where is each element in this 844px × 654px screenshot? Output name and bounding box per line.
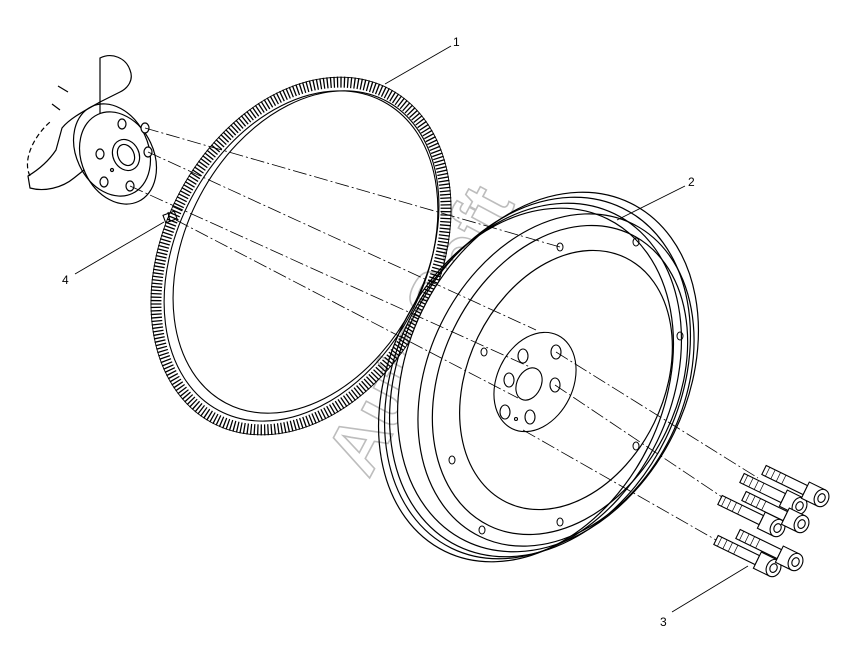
callout-2: 2: [688, 175, 695, 189]
flywheel-front-rim: [417, 213, 695, 547]
bolt: [713, 534, 782, 578]
ring-gear-teeth: [150, 76, 452, 436]
flywheel-hub: [493, 331, 577, 433]
center-lines: [129, 127, 759, 541]
bolt: [761, 464, 830, 508]
flywheel-back-rim: [396, 191, 700, 553]
bolt: [739, 472, 808, 516]
bolt: [717, 494, 786, 538]
flywheel-bolts: [713, 464, 830, 578]
leader-1: [384, 45, 452, 85]
leader-2: [616, 185, 686, 221]
flywheel-outer-holes: [448, 237, 684, 535]
callout-3: 3: [660, 615, 667, 629]
leader-4: [74, 221, 165, 275]
bolt: [735, 528, 804, 572]
leader-lines: [74, 45, 749, 613]
flywheel-inner-face: [459, 249, 673, 511]
ring-gear-inner-edge: [163, 90, 439, 422]
flywheel: [377, 191, 700, 563]
bolt: [741, 490, 810, 534]
callout-4: 4: [62, 273, 69, 287]
callout-1: 1: [453, 35, 460, 49]
leader-3: [671, 565, 749, 613]
crankshaft-flange: [26, 55, 158, 205]
callout-labels: 1 2 3 4: [62, 35, 695, 629]
